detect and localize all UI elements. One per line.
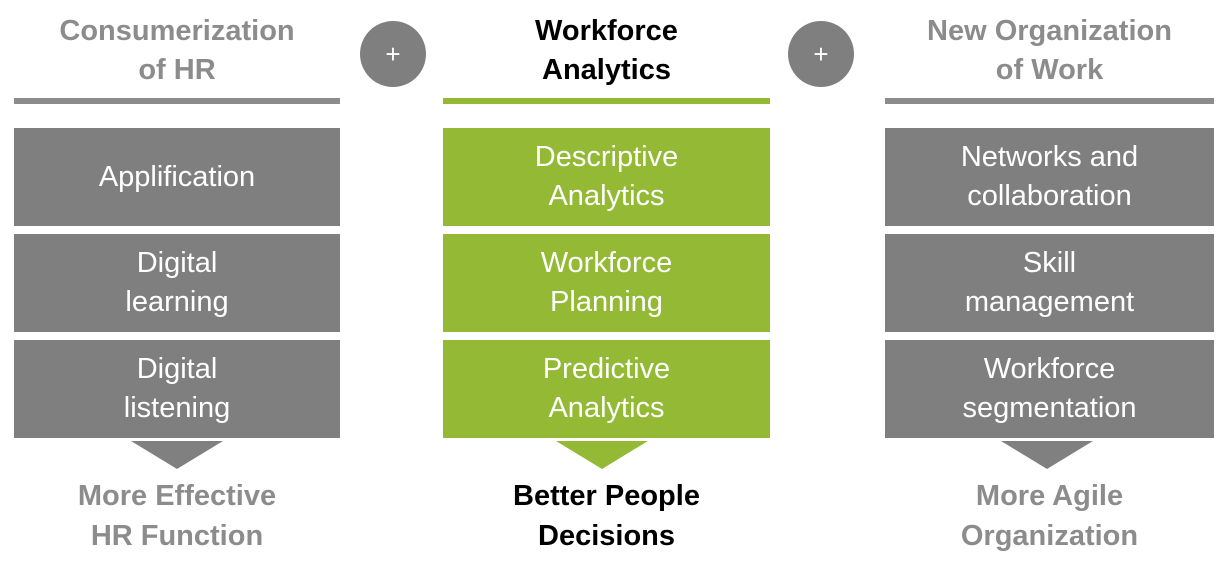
box-digital-learning: Digital learning <box>14 234 340 332</box>
plus-icon: + <box>788 21 854 87</box>
column-header: Consumerization of HR <box>59 15 295 86</box>
box-applification: Applification <box>14 128 340 226</box>
box-digital-listening: Digital listening <box>14 340 340 438</box>
box-networks-and-collaboration: Networks and collaboration <box>885 128 1214 226</box>
column-new-organization-of-work: New Organization of Work Networks and co… <box>885 0 1214 575</box>
down-arrow-icon <box>131 441 223 469</box>
header-divider <box>443 98 770 104</box>
column-workforce-analytics: Workforce Analytics Descriptive Analytic… <box>443 0 770 575</box>
column-consumerization-of-hr: Consumerization of HR Applification Digi… <box>14 0 340 575</box>
plus-icon: + <box>360 21 426 87</box>
box-descriptive-analytics: Descriptive Analytics <box>443 128 770 226</box>
down-arrow-icon <box>1001 441 1093 469</box>
header-divider <box>14 98 340 104</box>
box-workforce-segmentation: Workforce segmentation <box>885 340 1214 438</box>
box-workforce-planning: Workforce Planning <box>443 234 770 332</box>
header-divider <box>885 98 1214 104</box>
down-arrow-icon <box>556 441 648 469</box>
column-outcome: More Effective HR Function <box>77 480 277 552</box>
box-predictive-analytics: Predictive Analytics <box>443 340 770 438</box>
column-header: Workforce Analytics <box>535 15 678 86</box>
column-header: New Organization of Work <box>927 15 1172 86</box>
column-outcome: Better People Decisions <box>513 480 700 552</box>
box-skill-management: Skill management <box>885 234 1214 332</box>
column-outcome: More Agile Organization <box>960 480 1139 552</box>
